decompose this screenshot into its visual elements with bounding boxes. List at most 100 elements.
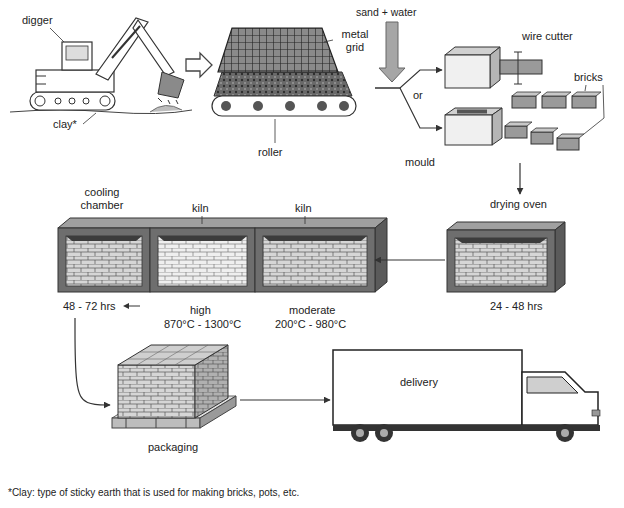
digger-drawing-part <box>150 105 182 112</box>
wire-cutter-drawing-part <box>512 96 536 108</box>
stage-label: delivery <box>400 376 438 389</box>
kiln-chamber: kilnhigh870°C - 1300°C <box>150 200 255 335</box>
temperature-label: 870°C - 1300°C <box>164 318 241 331</box>
mould-drawing-part <box>457 110 487 114</box>
truck-drawing-part <box>375 424 393 442</box>
packaging-drawing-part <box>126 418 186 428</box>
mould-drawing-part <box>531 128 558 132</box>
mould-drawing-part <box>557 138 579 150</box>
packaging-stage: packaging <box>110 335 240 457</box>
packaging-drawing-part <box>112 418 200 428</box>
kiln-block-drawing <box>58 216 387 309</box>
sand-water-arrow <box>379 22 405 82</box>
truck-drawing-part <box>356 429 364 437</box>
digger-drawing-part <box>62 42 92 70</box>
stage-label: cooling chamber <box>73 186 131 212</box>
delivery-truck: delivery <box>330 348 605 443</box>
drying-oven-drawing-part <box>447 230 555 292</box>
mould-drawing <box>445 85 604 150</box>
part-label: roller <box>258 146 282 159</box>
cooling-chamber: cooling chamber 48 - 72 hrs <box>55 184 150 318</box>
small-arrow <box>123 303 129 309</box>
truck-drawing-part <box>556 424 574 442</box>
roller-drawing-part <box>253 101 263 111</box>
mould-stage: mould <box>442 108 577 163</box>
flow-arrow <box>519 163 520 194</box>
wire-cutter-drawing-part <box>572 92 601 96</box>
kiln-chamber: kilnmoderate200°C - 980°C <box>255 200 375 335</box>
part-label: mould <box>405 156 435 169</box>
kiln-block-drawing-part <box>263 236 367 286</box>
part-label: wire cutter <box>522 30 573 43</box>
roller-drawing-part <box>317 101 327 111</box>
wire-cutter-drawing-part <box>445 55 490 88</box>
duration-label: 48 - 72 hrs <box>63 300 116 313</box>
truck-drawing-part <box>527 377 578 393</box>
roller-drawing <box>212 28 356 143</box>
drying-oven-drawing-part <box>555 222 565 292</box>
kiln-block-drawing-part <box>58 218 387 228</box>
digger-drawing-part <box>36 76 46 84</box>
wire-cutter-drawing-part <box>542 92 571 96</box>
mould-drawing-part <box>531 132 553 144</box>
truck-drawing-part <box>380 429 388 437</box>
kiln-block-drawing-part <box>150 228 255 292</box>
kiln-block-drawing-part <box>158 236 247 241</box>
packaging-drawing-part <box>128 345 217 365</box>
digger-drawing <box>10 18 192 124</box>
drying-oven-drawing <box>447 222 565 292</box>
truck-drawing-part <box>522 372 598 425</box>
digger-drawing-part <box>100 96 110 106</box>
wire-cutter-drawing-part <box>514 52 522 84</box>
flow-arrow <box>375 259 445 260</box>
leader-line <box>202 216 203 224</box>
wire-cutter-drawing-part <box>542 96 566 108</box>
truck-drawing-part <box>561 429 569 437</box>
kiln-block-drawing-part <box>66 236 142 241</box>
digger-drawing-part <box>158 72 184 98</box>
mould-drawing-part <box>445 115 492 145</box>
part-label: clay* <box>53 118 77 131</box>
digger-drawing-part <box>35 96 45 106</box>
mould-drawing-part <box>505 126 527 138</box>
roller-drawing-part <box>221 101 231 111</box>
roller-drawing-part <box>214 72 352 96</box>
kiln-block-drawing-part <box>158 236 247 286</box>
truck-drawing <box>333 350 600 442</box>
block-arrow <box>186 53 212 77</box>
digger-drawing-part <box>69 98 75 104</box>
kiln-block-drawing-part <box>263 236 367 241</box>
leader-line <box>585 85 586 91</box>
mould-drawing-part <box>505 122 532 126</box>
digger-drawing-part <box>112 26 140 58</box>
part-label: metal grid <box>335 28 375 54</box>
kiln-block-drawing-part <box>66 236 142 286</box>
wire-cutter-drawing-part <box>500 60 542 74</box>
drying-oven-drawing-part <box>447 222 565 230</box>
sand-water-arrow-part <box>379 22 405 82</box>
flow-arrow <box>240 399 330 400</box>
drying-oven-stage: drying oven24 - 48 hrs <box>445 194 560 316</box>
wire-cutter-drawing-part <box>490 47 500 88</box>
digger-drawing-part <box>30 92 115 110</box>
packaging-drawing-part <box>118 365 195 418</box>
digger-drawing-part <box>66 46 88 60</box>
truck-drawing-part <box>592 410 600 416</box>
leader-line <box>50 28 64 42</box>
roller-drawing-part <box>212 96 356 116</box>
kiln-block-drawing-part <box>255 228 375 292</box>
wire-cutter-drawing-part <box>572 96 596 108</box>
stage-label: drying oven <box>490 198 547 211</box>
flow-arrow <box>375 88 442 128</box>
packaging-drawing-part <box>118 345 228 365</box>
wire-cutter-stage: wire cutter <box>442 28 607 98</box>
temperature-label: 200°C - 980°C <box>275 318 346 331</box>
leader-line <box>83 113 96 124</box>
part-label: bricks <box>574 71 603 84</box>
truck-drawing-part <box>333 350 522 425</box>
input-label: sand + water <box>356 6 416 19</box>
packaging-drawing <box>112 345 236 428</box>
